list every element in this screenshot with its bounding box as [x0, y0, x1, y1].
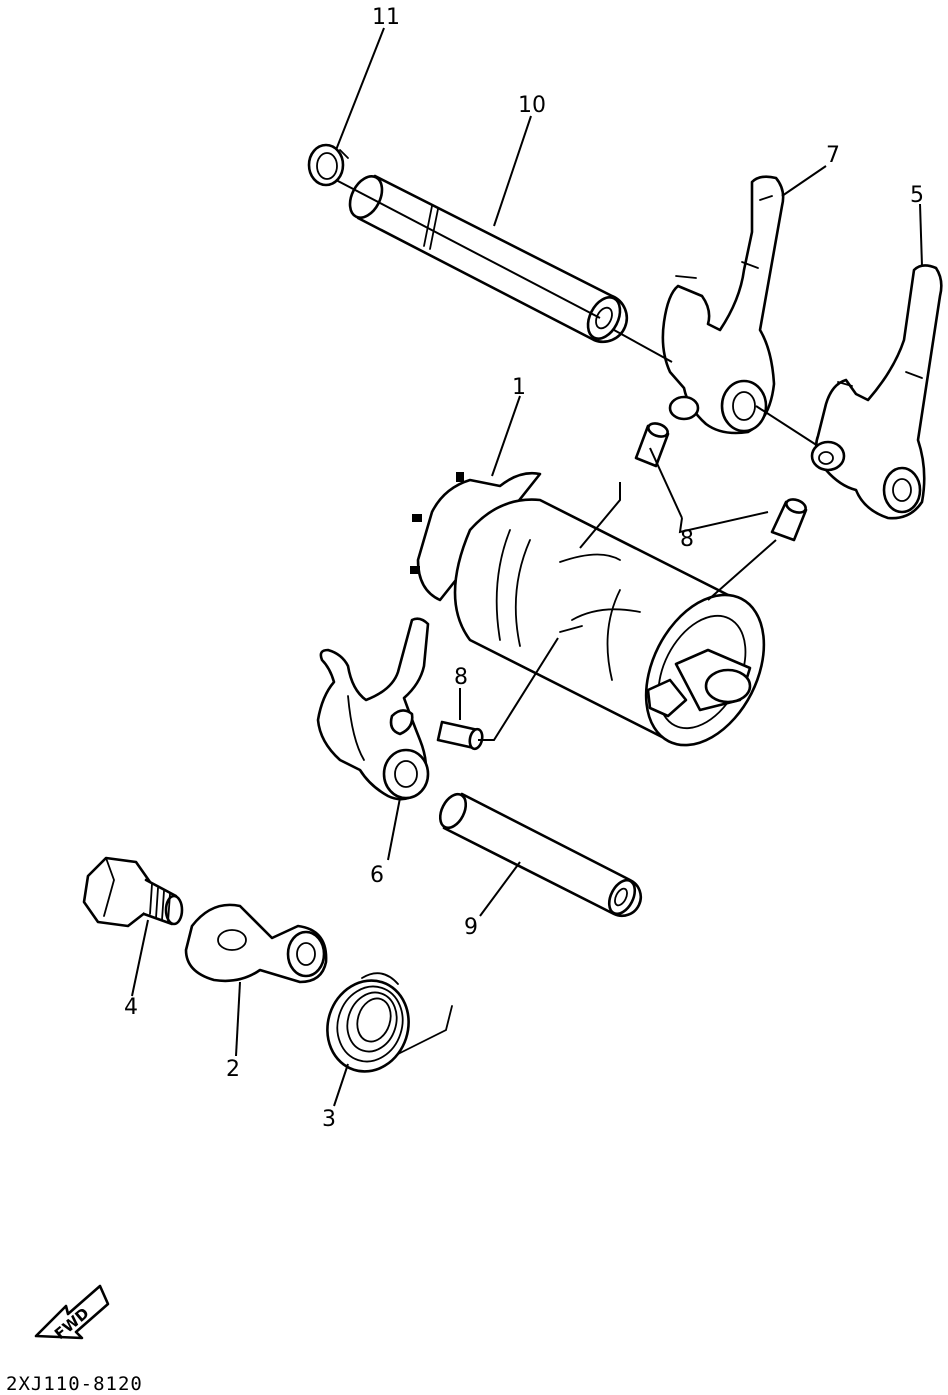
diagram-code: 2XJ110-8120: [6, 1373, 143, 1395]
part-10-shift-shaft[interactable]: [344, 171, 629, 344]
part-5-shift-fork[interactable]: [810, 264, 943, 520]
part-7-shift-fork[interactable]: [661, 175, 785, 435]
callout-5: 5: [910, 183, 924, 208]
part-11-circlip[interactable]: [307, 143, 349, 187]
part-2-stopper-lever[interactable]: [184, 903, 328, 984]
part-1-shift-drum[interactable]: [410, 471, 788, 765]
callout-10: 10: [518, 93, 546, 118]
callout-8-lower: 8: [454, 665, 468, 690]
part-3-torsion-spring[interactable]: [316, 970, 453, 1082]
callout-11: 11: [372, 5, 400, 30]
part-9-shift-shaft[interactable]: [435, 790, 643, 918]
part-4-bolt[interactable]: [82, 856, 184, 928]
part-8-guide-pin-right[interactable]: [770, 497, 808, 542]
callout-6: 6: [370, 863, 384, 888]
callout-7: 7: [826, 143, 840, 168]
callout-4: 4: [124, 995, 138, 1020]
leader-lines: [131, 27, 923, 1107]
callout-1: 1: [512, 375, 526, 400]
callout-3: 3: [322, 1107, 336, 1132]
callout-9: 9: [464, 915, 478, 940]
callout-2: 2: [226, 1057, 240, 1082]
part-8-guide-pin-upper[interactable]: [634, 421, 670, 468]
part-8-guide-pin-lower[interactable]: [436, 720, 484, 751]
callout-8: 8: [680, 527, 694, 552]
fwd-arrow-icon: FWD: [34, 1284, 110, 1343]
part-6-shift-fork[interactable]: [316, 617, 430, 801]
